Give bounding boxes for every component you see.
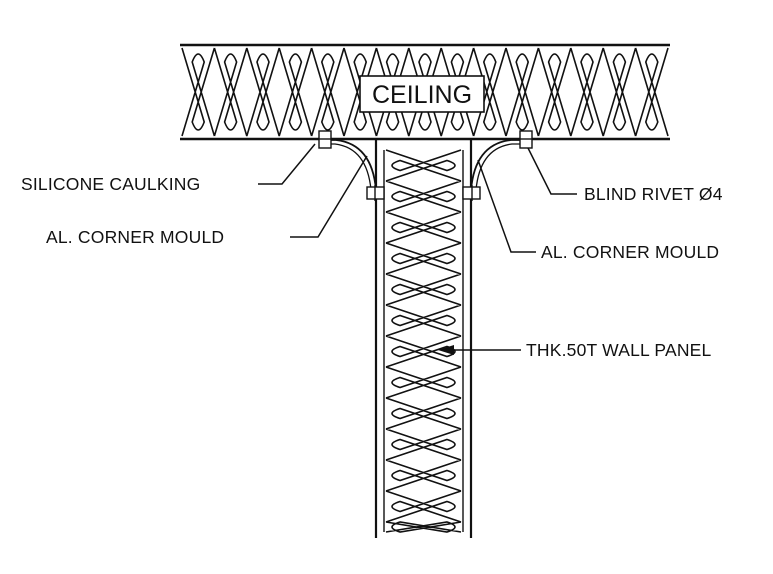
label-al-corner-mould-right: AL. CORNER MOULD xyxy=(541,242,719,262)
leader-lines xyxy=(258,143,577,355)
leader-blind-rivet xyxy=(527,147,577,195)
ceiling-insulation-hatch xyxy=(181,47,669,137)
leader-al-corner-mould-right xyxy=(477,159,536,253)
left-corner-mould xyxy=(317,130,385,201)
leader-al-corner-mould-left xyxy=(290,155,368,238)
left-mould-outer xyxy=(320,139,377,191)
label-al-corner-mould-left: AL. CORNER MOULD xyxy=(46,227,224,247)
label-blind-rivet: BLIND RIVET Ø4 xyxy=(584,184,723,204)
ceiling-label-box xyxy=(359,75,485,113)
right-corner-mould xyxy=(462,130,534,201)
leader-silicone-caulking xyxy=(258,143,316,185)
left-mould-inner xyxy=(320,143,372,191)
callout-labels: SILICONE CAULKING AL. CORNER MOULD BLIND… xyxy=(21,174,723,360)
left-side-rivet xyxy=(366,185,385,201)
label-silicone-caulking: SILICONE CAULKING xyxy=(21,174,200,194)
label-wall-panel: THK.50T WALL PANEL xyxy=(526,340,712,360)
ceiling-panel: CEILING xyxy=(180,43,670,141)
right-top-rivet xyxy=(518,130,534,149)
right-mould-inner xyxy=(475,143,527,191)
left-top-rivet xyxy=(317,130,333,149)
arrow-wall-panel xyxy=(438,345,454,355)
wall-panel xyxy=(374,139,473,538)
wall-insulation-hatch xyxy=(385,149,462,533)
ceiling-label: CEILING xyxy=(372,81,472,109)
right-mould-outer xyxy=(470,139,527,191)
right-side-rivet xyxy=(462,185,481,201)
